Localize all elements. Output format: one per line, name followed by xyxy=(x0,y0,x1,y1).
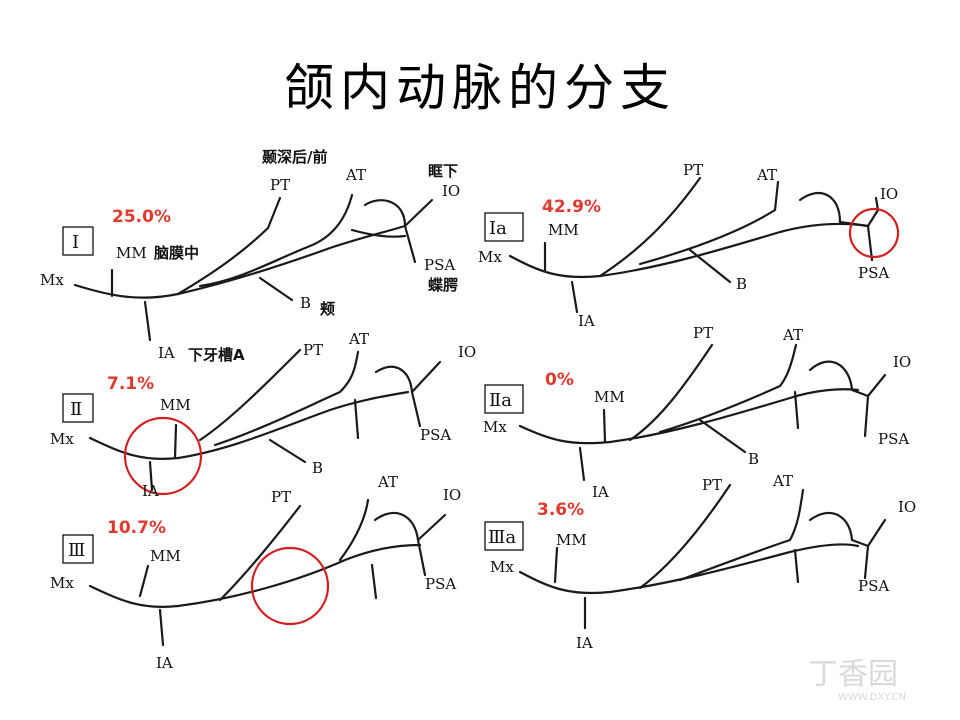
vessel-tree xyxy=(518,343,887,482)
label-ia: IA xyxy=(578,312,595,330)
label-at: AT xyxy=(772,472,793,490)
annotation-temporal: 颞深后/前 xyxy=(261,148,327,166)
label-ia: IA xyxy=(156,654,173,672)
label-psa: PSA xyxy=(858,577,889,595)
label-mx: Mx xyxy=(478,248,502,266)
label-psa: PSA xyxy=(425,575,456,593)
label-mx: Mx xyxy=(490,558,514,576)
label-at: AT xyxy=(345,166,366,184)
panel-label-box xyxy=(62,226,94,256)
panel-label-box xyxy=(484,384,524,414)
label-mm: MM xyxy=(556,531,587,549)
panel-III: Ⅲ 10.7% Mx MM PT AT IO PSA IA xyxy=(50,473,461,672)
label-ia: IA xyxy=(158,344,175,362)
watermark: 丁香园 WWW.DXY.CN xyxy=(808,657,906,703)
label-pt: PT xyxy=(270,176,290,194)
label-ia: IA xyxy=(576,634,593,652)
vessel-tree xyxy=(88,348,442,492)
percentage-label: 25.0% xyxy=(112,207,171,227)
label-b: B xyxy=(736,275,747,293)
label-io: IO xyxy=(458,343,476,361)
panel-I: Ⅰ 25.0% Mx MM PT AT IO PSA B IA 颞深后/前 眶下… xyxy=(40,148,460,364)
vessel-tree xyxy=(508,176,880,314)
label-pt: PT xyxy=(693,324,713,342)
label-mx: Mx xyxy=(40,271,64,289)
label-mx: Mx xyxy=(50,574,74,592)
vessel-tree xyxy=(518,483,887,630)
label-at: AT xyxy=(756,166,777,184)
page-title: 颌内动脉的分支 xyxy=(284,59,676,117)
label-b: B xyxy=(312,459,323,477)
panel-roman: Ⅱ xyxy=(70,399,82,420)
label-ia: IA xyxy=(142,482,159,500)
label-io: IO xyxy=(442,182,460,200)
panel-roman: Ⅲa xyxy=(488,527,516,548)
label-b: B xyxy=(300,294,311,312)
percentage-label: 42.9% xyxy=(542,197,601,217)
vessel-tree xyxy=(73,193,434,342)
panel-label-box xyxy=(62,393,94,423)
label-pt: PT xyxy=(271,488,291,506)
label-psa: PSA xyxy=(424,256,455,274)
annotation-sphenopalatine: 蝶腭 xyxy=(428,276,458,294)
panel-roman: Ⅰa xyxy=(489,218,507,239)
label-at: AT xyxy=(782,326,803,344)
label-io: IO xyxy=(443,486,461,504)
label-io: IO xyxy=(893,353,911,371)
label-pt: PT xyxy=(683,161,703,179)
label-ia: IA xyxy=(592,483,609,501)
percentage-label: 3.6% xyxy=(537,500,584,520)
label-b: B xyxy=(748,450,759,468)
vessel-tree xyxy=(88,498,447,647)
label-mx: Mx xyxy=(50,430,74,448)
panel-IIIa: Ⅲa 3.6% Mx MM PT AT IO PSA IA xyxy=(484,472,916,652)
label-psa: PSA xyxy=(420,426,451,444)
percentage-label: 0% xyxy=(545,370,574,390)
percentage-label: 7.1% xyxy=(107,374,154,394)
label-mm: MM xyxy=(150,547,181,565)
label-io: IO xyxy=(898,498,916,516)
label-pt: PT xyxy=(303,341,323,359)
panel-II: Ⅱ 7.1% Mx MM PT AT IO PSA B IA xyxy=(50,330,476,500)
label-at: AT xyxy=(377,473,398,491)
label-psa: PSA xyxy=(878,430,909,448)
annotation-middle-meningeal: 脑膜中 xyxy=(154,244,199,262)
panel-Ia: Ⅰa 42.9% Mx MM PT AT IO PSA B IA xyxy=(478,161,900,330)
highlight-circle xyxy=(848,207,900,259)
label-at: AT xyxy=(348,330,369,348)
panel-roman: Ⅱa xyxy=(489,390,512,411)
panel-roman: Ⅰ xyxy=(72,232,79,253)
panel-roman: Ⅲ xyxy=(68,540,85,561)
panel-label-box xyxy=(62,534,94,564)
panel-label-box xyxy=(484,212,524,242)
panel-label-box xyxy=(484,521,524,551)
highlight-circle xyxy=(123,416,203,496)
label-psa: PSA xyxy=(858,264,889,282)
percentage-label: 10.7% xyxy=(107,518,166,538)
label-mm: MM xyxy=(548,221,579,239)
label-io: IO xyxy=(880,185,898,203)
label-mm: MM xyxy=(160,396,191,414)
label-mx: Mx xyxy=(483,418,507,436)
watermark-url: WWW.DXY.CN xyxy=(838,692,906,703)
annotation-infraorbital: 眶下 xyxy=(428,162,458,180)
annotation-buccal: 颊 xyxy=(320,300,335,318)
panel-IIa: Ⅱa 0% Mx MM PT AT IO PSA B IA xyxy=(483,324,911,501)
label-mm: MM xyxy=(116,244,147,262)
highlight-circle xyxy=(250,546,330,626)
watermark-brand: 丁香园 xyxy=(808,657,898,692)
label-pt: PT xyxy=(702,476,722,494)
label-mm: MM xyxy=(594,388,625,406)
annotation-inferior-alveolar: 下牙槽A xyxy=(188,346,245,364)
